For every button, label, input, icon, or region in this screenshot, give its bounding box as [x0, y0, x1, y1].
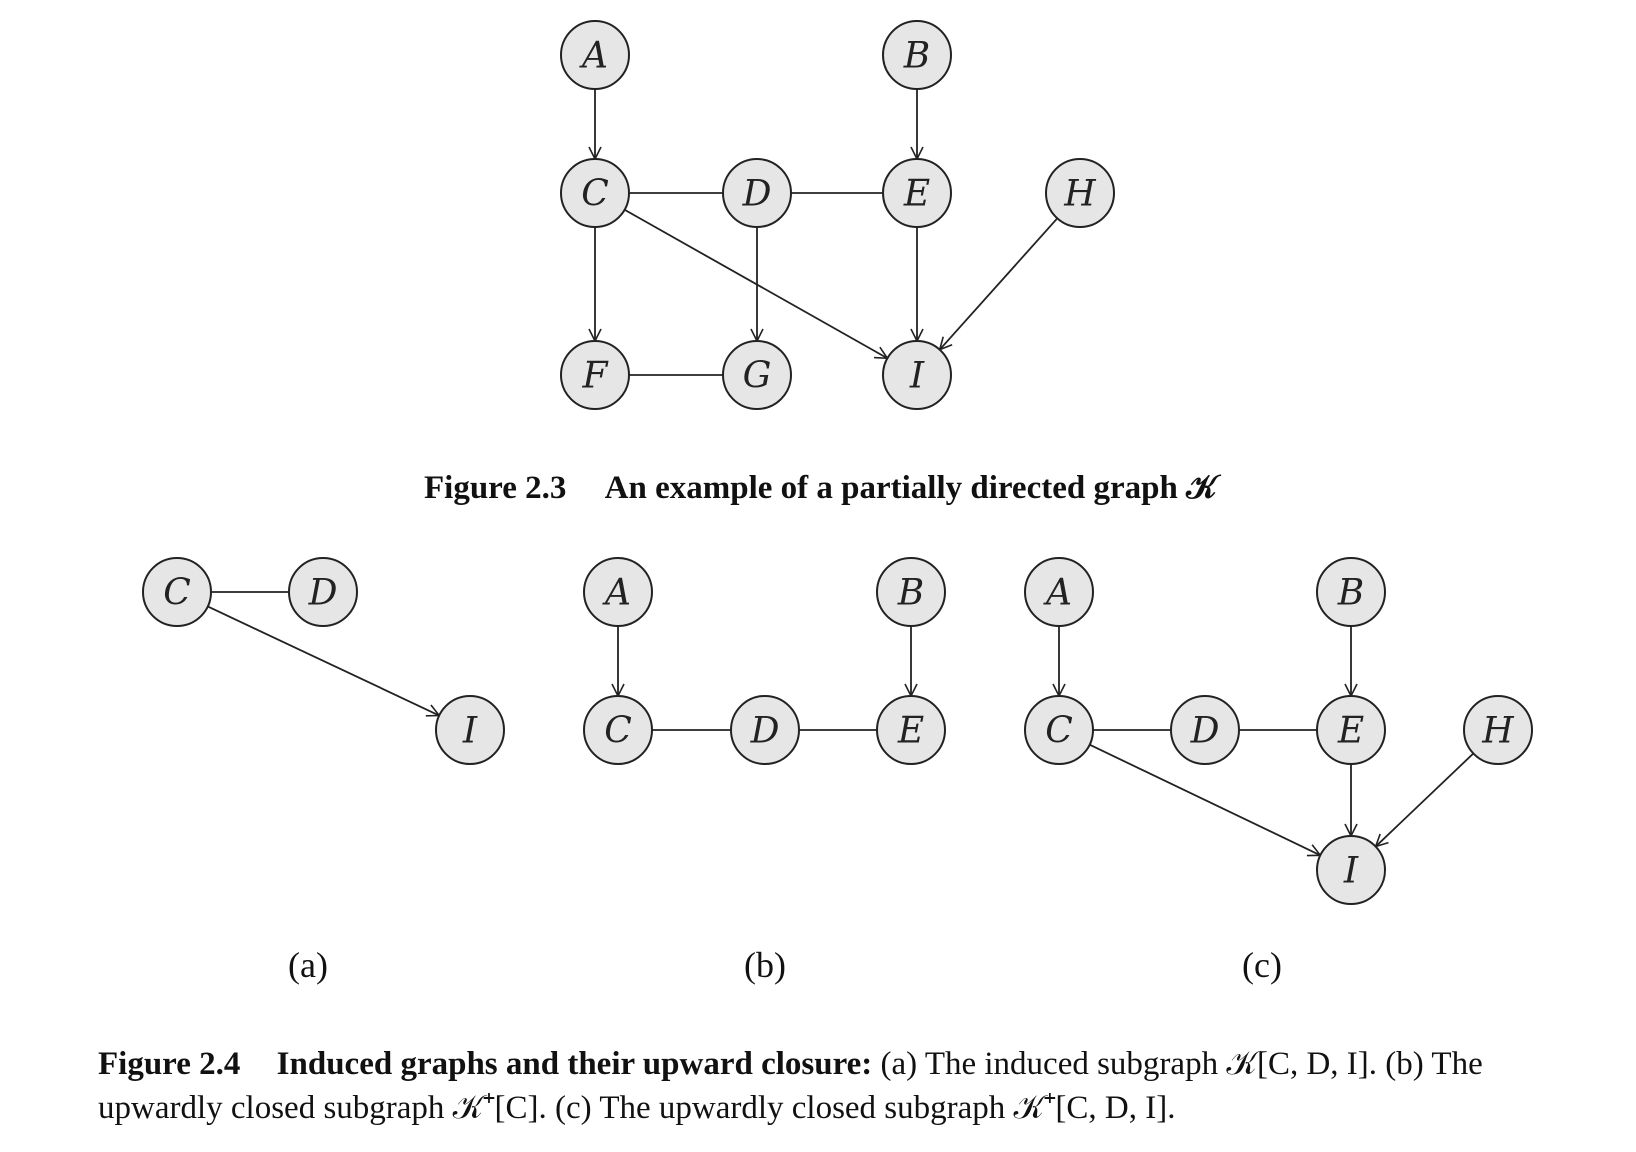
fig24b-node-d: D — [730, 695, 800, 765]
fig24b-node-label: B — [897, 573, 924, 614]
fig23-node-i: I — [882, 340, 952, 410]
fig24c-node-label: E — [1337, 711, 1364, 752]
fig24c-node-circle — [1024, 695, 1094, 765]
figure-2-4-caption-line-1: Figure 2.4 Induced graphs and their upwa… — [98, 1042, 1588, 1086]
fig24b-node-label: E — [897, 711, 924, 752]
fig23-node-d: D — [722, 158, 792, 228]
panel-a-label: (a) — [288, 945, 328, 985]
figure-2-4c-graph: A B C D E H I — [1024, 557, 1533, 905]
fig23-node-c: C — [560, 158, 630, 228]
fig24c-node-a: A — [1024, 557, 1094, 627]
figure-2-3-graph: A B C D E H F G I — [560, 20, 1115, 410]
fig24c-node-circle — [1170, 695, 1240, 765]
fig24b-node-e: E — [876, 695, 946, 765]
fig24c-node-circle — [1024, 557, 1094, 627]
fig23-node-circle — [882, 340, 952, 410]
fig24a-node-circle — [435, 695, 505, 765]
fig23-node-label: D — [742, 174, 772, 215]
fig24c-node-c: C — [1024, 695, 1094, 765]
figure-2-4-caption: Figure 2.4 Induced graphs and their upwa… — [98, 1042, 1588, 1130]
fig24b-node-circle — [583, 695, 653, 765]
fig24c-node-label: C — [1045, 711, 1073, 752]
fig23-node-label: A — [579, 36, 608, 77]
fig24b-node-label: C — [604, 711, 632, 752]
fig23-node-circle — [882, 20, 952, 90]
fig24c-node-circle — [1316, 695, 1386, 765]
figure-2-4b-graph: A B C D E — [583, 557, 946, 765]
fig24a-node-circle — [142, 557, 212, 627]
fig24c-node-circle — [1463, 695, 1533, 765]
fig24c-node-label: I — [1343, 851, 1359, 892]
fig23-node-circle — [1045, 158, 1115, 228]
fig23-node-h: H — [1045, 158, 1115, 228]
fig24b-node-circle — [876, 695, 946, 765]
fig23-node-f: F — [560, 340, 630, 410]
fig24a-node-i: I — [435, 695, 505, 765]
fig23-node-circle — [560, 158, 630, 228]
figure-2-4-caption-text-1: (a) The induced subgraph 𝒦[C, D, I]. (b)… — [880, 1046, 1483, 1082]
fig24b-node-b: B — [876, 557, 946, 627]
fig23-edge-c-i — [624, 208, 888, 359]
fig23-node-label: F — [582, 356, 610, 397]
fig24c-edge-h-i — [1376, 752, 1474, 846]
fig23-node-label: B — [903, 36, 930, 77]
fig23-node-circle — [722, 158, 792, 228]
fig24a-edge-c-i — [207, 605, 439, 715]
figure-2-4-caption-line-2: upwardly closed subgraph 𝒦⁺[C]. (c) The … — [98, 1090, 1176, 1126]
fig24c-node-b: B — [1316, 557, 1386, 627]
fig24c-node-e: E — [1316, 695, 1386, 765]
fig24c-node-label: D — [1190, 711, 1220, 752]
fig23-node-label: C — [581, 174, 609, 215]
figure-2-3-number: Figure 2.3 — [424, 470, 567, 506]
fig24a-node-d: D — [288, 557, 358, 627]
fig23-node-a: A — [560, 20, 630, 90]
fig23-node-circle — [882, 158, 952, 228]
fig24c-node-i: I — [1316, 835, 1386, 905]
fig24b-node-a: A — [583, 557, 653, 627]
fig23-node-g: G — [722, 340, 792, 410]
fig24c-node-label: A — [1043, 573, 1072, 614]
panel-b-label: (b) — [744, 945, 786, 985]
figure-2-3-caption: Figure 2.3 An example of a partially dir… — [424, 466, 1217, 510]
fig24a-node-circle — [288, 557, 358, 627]
fig24a-node-label: D — [308, 573, 338, 614]
figure-2-4-title: Induced graphs and their upward closure: — [276, 1046, 873, 1082]
fig24c-node-label: B — [1337, 573, 1364, 614]
fig24c-node-h: H — [1463, 695, 1533, 765]
figure-2-4a-graph: C D I — [142, 557, 505, 765]
fig24b-node-label: A — [602, 573, 631, 614]
fig23-node-circle — [560, 340, 630, 410]
fig24a-node-label: C — [163, 573, 191, 614]
fig23-node-b: B — [882, 20, 952, 90]
fig24c-node-circle — [1316, 835, 1386, 905]
fig23-node-label: G — [743, 356, 772, 397]
fig24c-node-d: D — [1170, 695, 1240, 765]
fig24a-node-c: C — [142, 557, 212, 627]
fig23-node-circle — [722, 340, 792, 410]
panel-c-label: (c) — [1242, 945, 1282, 985]
fig24b-node-label: D — [750, 711, 780, 752]
fig23-node-e: E — [882, 158, 952, 228]
fig24c-node-circle — [1316, 557, 1386, 627]
fig23-node-label: E — [903, 174, 930, 215]
fig24b-node-circle — [583, 557, 653, 627]
figure-2-3-text: An example of a partially directed graph… — [604, 470, 1217, 506]
fig24a-node-label: I — [462, 711, 478, 752]
fig23-node-label: I — [909, 356, 925, 397]
fig24b-node-circle — [730, 695, 800, 765]
fig24c-edge-c-i — [1089, 743, 1321, 856]
fig24b-node-c: C — [583, 695, 653, 765]
fig24c-node-label: H — [1481, 711, 1514, 752]
figure-2-4-number: Figure 2.4 — [98, 1046, 241, 1082]
fig23-node-label: H — [1063, 174, 1096, 215]
fig24b-node-circle — [876, 557, 946, 627]
fig23-node-circle — [560, 20, 630, 90]
fig23-edge-h-i — [940, 217, 1058, 349]
